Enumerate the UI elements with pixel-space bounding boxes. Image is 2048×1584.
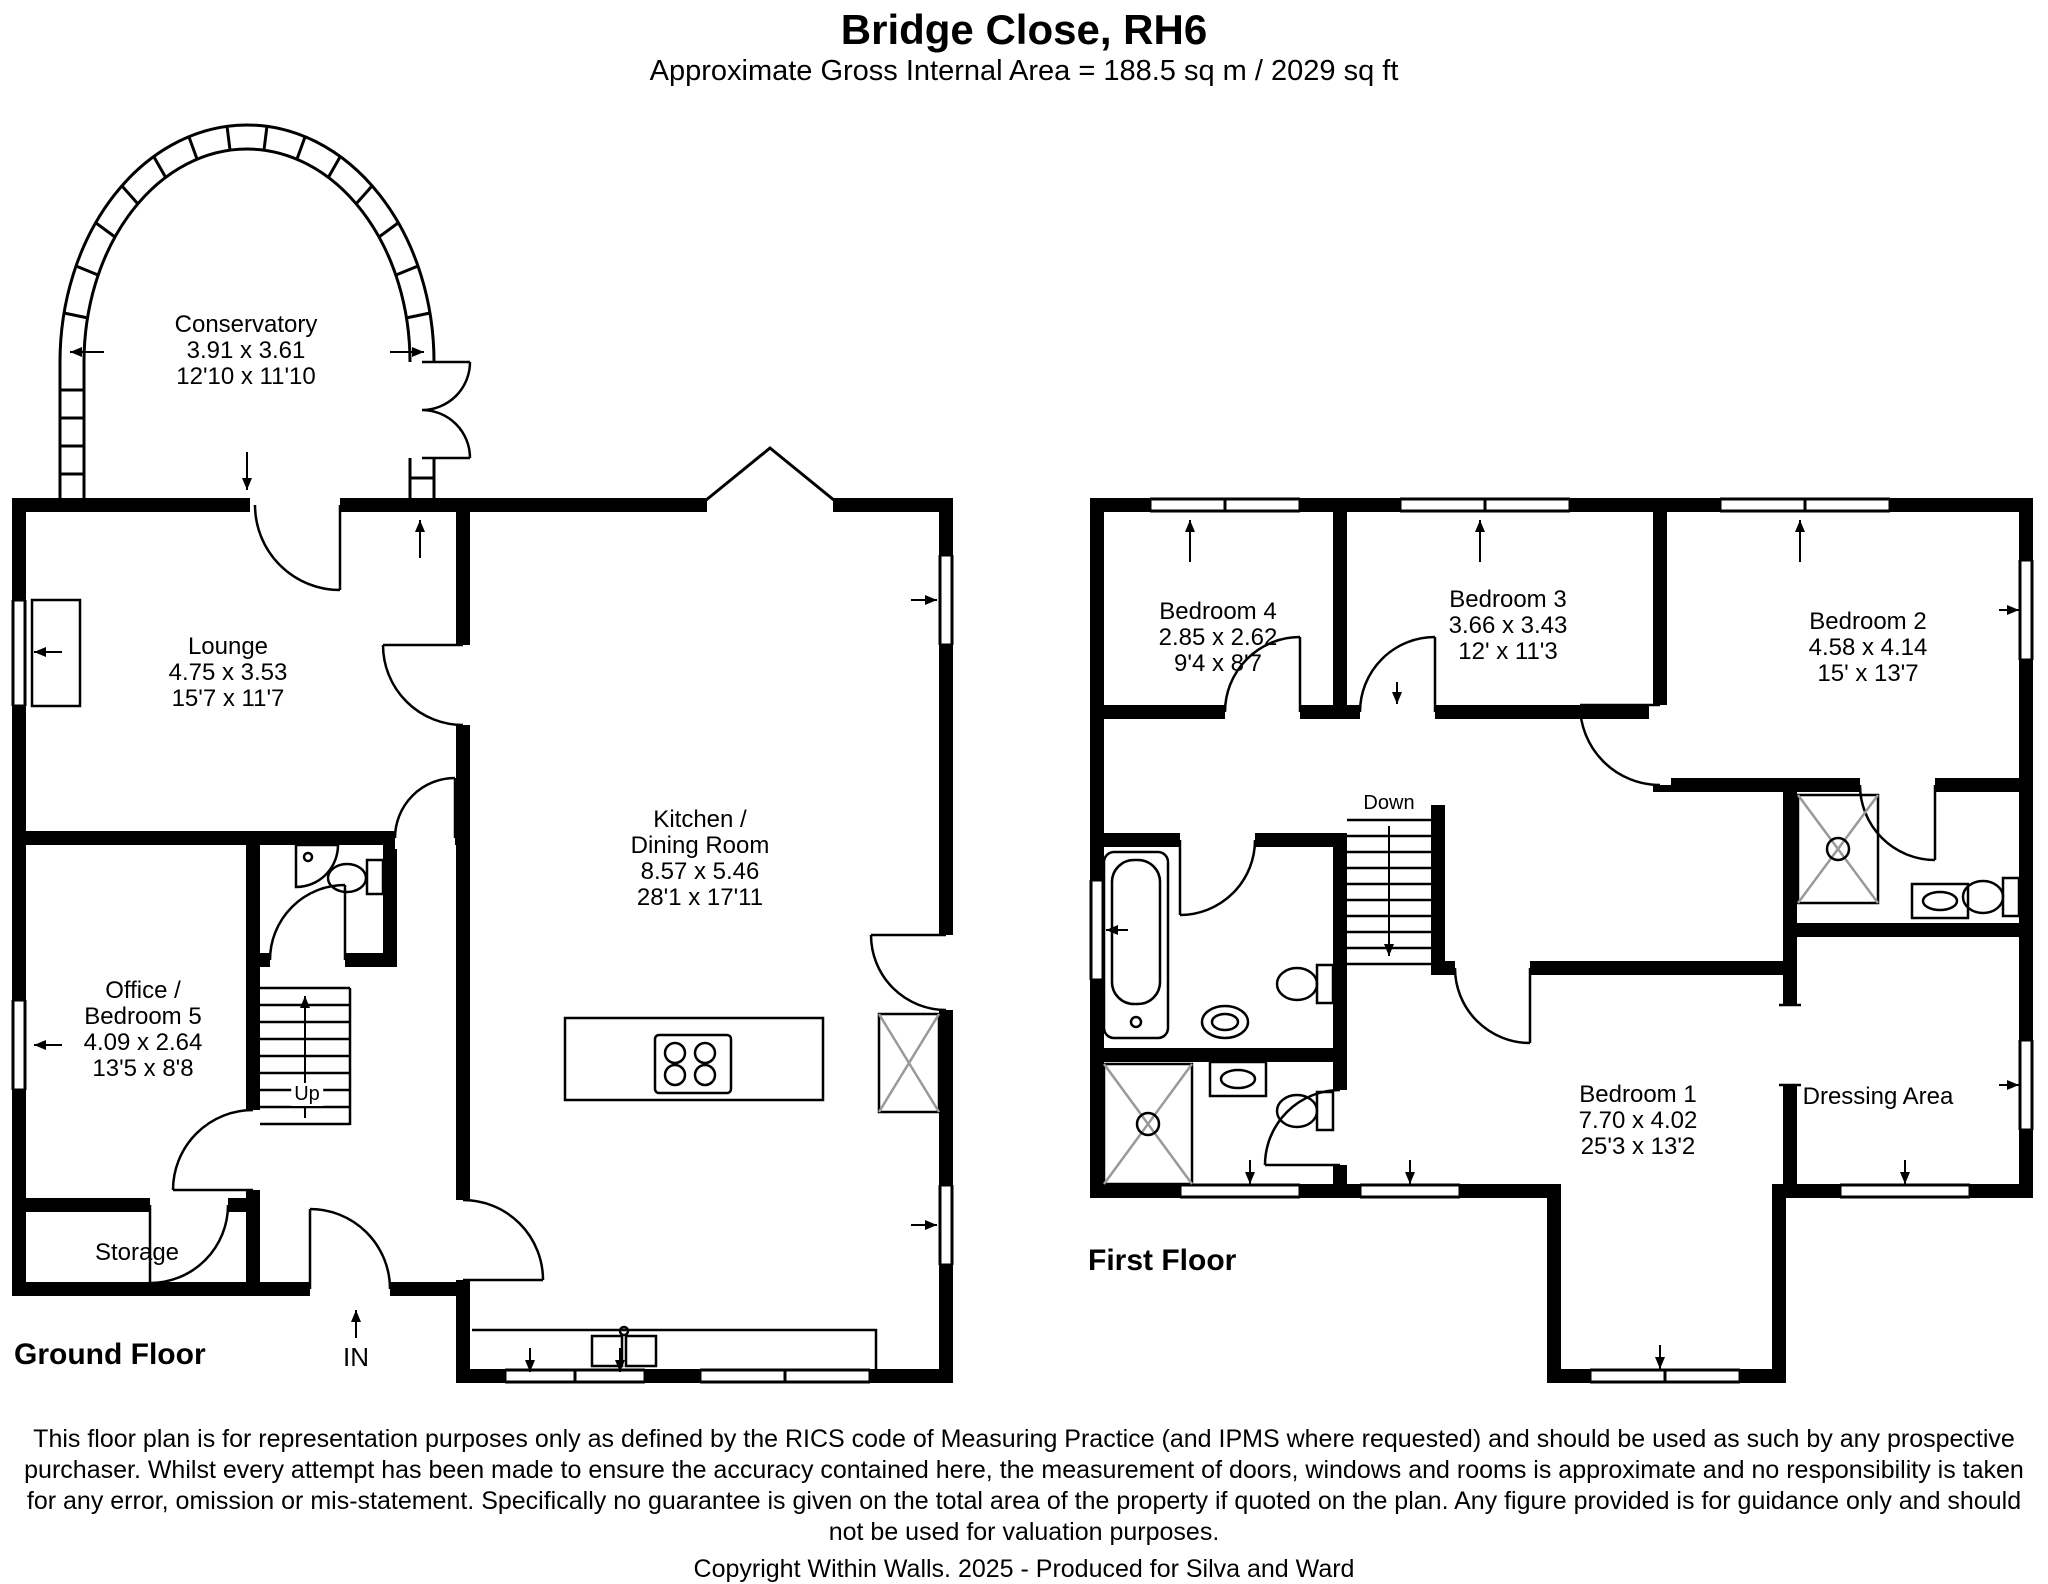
shower-icon: [1102, 1062, 1194, 1186]
room-name: Bedroom 2: [1809, 608, 1927, 635]
vaulted-opening-zigzag: [699, 446, 841, 507]
room-name: Dressing Area: [1802, 1083, 1954, 1110]
kitchen-sink-icon: [590, 1325, 658, 1368]
room-label-storage: Storage: [95, 1240, 179, 1266]
ground-floor-title: Ground Floor: [14, 1338, 206, 1371]
bathroom-sink-icon: [1200, 1004, 1250, 1040]
kitchen-island: [563, 1016, 825, 1102]
first-floor-title: First Floor: [1088, 1244, 1237, 1277]
room-size-metric: 4.58 x 4.14: [1808, 634, 1928, 661]
room-label-office-bedroom5: Office / Bedroom 5 4.09 x 2.64 13'5 x 8'…: [84, 978, 203, 1082]
measure-arrows: [34, 347, 2019, 1372]
footer: This floor plan is for representation pu…: [0, 1424, 2048, 1584]
room-size-imperial: 15'7 x 11'7: [171, 685, 285, 712]
room-size-imperial: 15' x 13'7: [1817, 660, 1919, 687]
room-size-metric: 3.66 x 3.43: [1448, 612, 1568, 639]
room-size-imperial: 13'5 x 8'8: [92, 1055, 194, 1082]
room-name: Lounge: [187, 633, 269, 660]
room-size-imperial: 9'4 x 8'7: [1174, 650, 1262, 677]
bath-icon: [1102, 850, 1170, 1040]
room-label-bedroom2: Bedroom 2 4.58 x 4.14 15' x 13'7: [1809, 609, 1928, 687]
doors: [148, 360, 947, 1290]
first-floor-plan: [1086, 494, 2037, 1387]
room-size-imperial: 25'3 x 13'2: [1580, 1133, 1696, 1160]
kitchen-counter: [472, 1328, 878, 1369]
room-size-imperial: 28'1 x 17'11: [636, 884, 764, 911]
wc-toilet-icon: [326, 858, 385, 896]
room-label-dressing-area: Dressing Area: [1803, 1084, 1954, 1110]
windows: [11, 553, 954, 1384]
room-label-lounge: Lounge 4.75 x 3.53 15'7 x 11'7: [169, 634, 288, 712]
room-label-kitchen-dining: Kitchen / Dining Room 8.57 x 5.46 28'1 x…: [631, 807, 770, 911]
room-name: Storage: [94, 1239, 180, 1266]
room-label-bedroom4: Bedroom 4 2.85 x 2.62 9'4 x 8'7: [1159, 599, 1278, 677]
bathroom-toilet-icon: [1275, 963, 1335, 1005]
room-size-imperial: 12'10 x 11'10: [176, 363, 316, 390]
room-size-metric: 8.57 x 5.46: [640, 858, 760, 885]
room-label-bedroom1: Bedroom 1 7.70 x 4.02 25'3 x 13'2: [1579, 1082, 1698, 1160]
ground-floor-plan: [8, 123, 957, 1387]
entrance-in-label: IN: [343, 1342, 369, 1372]
chimney-breast-lounge: [30, 598, 82, 708]
plan-header: Bridge Close, RH6 Approximate Gross Inte…: [0, 6, 2048, 88]
shower-room-toilet-icon: [1275, 1090, 1335, 1132]
stairs-up-label: Up: [291, 1083, 323, 1106]
ensuite-shower-icon: [1796, 793, 1880, 905]
page-subtitle: Approximate Gross Internal Area = 188.5 …: [649, 55, 1399, 87]
room-name: Conservatory: [174, 311, 318, 338]
conservatory-glazing: [58, 123, 436, 498]
room-size-imperial: 12' x 11'3: [1458, 638, 1558, 665]
copyright-text: Copyright Within Walls. 2025 - Produced …: [693, 1555, 1355, 1583]
ensuite-toilet-icon: [1961, 876, 2021, 918]
room-name: Office / Bedroom 5: [84, 977, 202, 1030]
wc-sink-icon: [294, 843, 340, 889]
disclaimer-text: This floor plan is for representation pu…: [24, 1425, 2024, 1546]
hob-icon: [653, 1033, 733, 1095]
room-name: Kitchen / Dining Room: [630, 806, 770, 859]
ensuite-sink-icon: [1910, 882, 1970, 920]
page-title: Bridge Close, RH6: [840, 6, 1208, 53]
room-label-conservatory: Conservatory 3.91 x 3.61 12'10 x 11'10: [175, 312, 318, 390]
windows: [1089, 497, 2034, 1384]
room-name: Bedroom 4: [1159, 598, 1277, 625]
room-size-metric: 4.75 x 3.53: [168, 659, 288, 686]
doors: [1178, 635, 1937, 1167]
shower-room-sink-icon: [1208, 1060, 1268, 1098]
room-label-bedroom3: Bedroom 3 3.66 x 3.43 12' x 11'3: [1449, 587, 1568, 665]
room-size-metric: 7.70 x 4.02: [1578, 1107, 1698, 1134]
stairs-down-label: Down: [1360, 792, 1418, 815]
room-size-metric: 3.91 x 3.61: [186, 337, 306, 364]
room-name: Bedroom 3: [1449, 586, 1567, 613]
room-size-metric: 2.85 x 2.62: [1158, 624, 1278, 651]
room-name: Bedroom 1: [1579, 1081, 1697, 1108]
chimney-flue-kitchen: [877, 1012, 941, 1114]
room-size-metric: 4.09 x 2.64: [83, 1029, 203, 1056]
stairs-down: [1347, 818, 1431, 966]
